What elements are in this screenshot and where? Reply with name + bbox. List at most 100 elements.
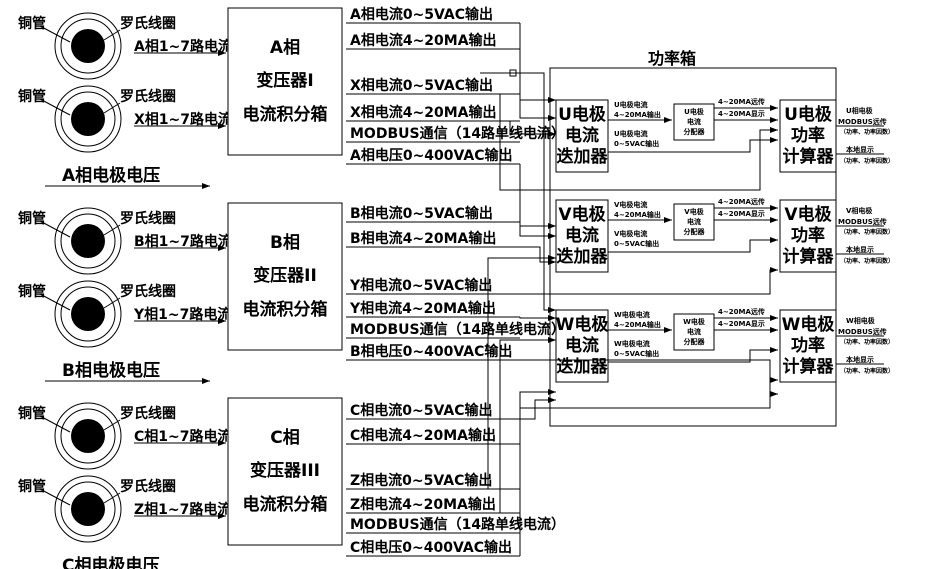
power-row-0: U电极电流迭加器U电极电流4~20MA输出U电极电流0~5VAC输出U电极电流分… bbox=[555, 97, 894, 173]
rogowski-coil-inner bbox=[60, 213, 116, 269]
splitter-output-label: 4~20MA显示 bbox=[718, 109, 765, 118]
power-calculator-label: 功率 bbox=[791, 225, 825, 246]
power-calculator-label: 计算器 bbox=[783, 246, 835, 267]
copper-label: 铜管 bbox=[18, 88, 46, 105]
remote-output-label: （功率、功率因数） bbox=[840, 228, 894, 236]
power-calculator bbox=[779, 99, 837, 173]
power-calculator-label: 功率 bbox=[791, 335, 825, 356]
phase-group-1: 铜管罗氏线圈B相1~7路电流铜管罗氏线圈Y相1~7路电流B相电极电压B相变压器I… bbox=[18, 202, 565, 384]
copper-pipe bbox=[71, 29, 105, 63]
current-splitter-label: 电流 bbox=[687, 327, 701, 336]
integration-output-label: Z相电流4~20MA输出 bbox=[350, 496, 496, 513]
coil-label: 罗氏线圈 bbox=[120, 283, 176, 300]
adder-signal-label: W电极电流 bbox=[614, 339, 650, 348]
copper-leader bbox=[39, 488, 71, 506]
adder-signal-label: 0~5VAC输出 bbox=[614, 349, 659, 358]
interconnect-wire bbox=[480, 72, 556, 313]
rogowski-coil-outer bbox=[54, 475, 122, 543]
integration-box-transformer: 变压器II bbox=[253, 265, 317, 286]
adder-signal-label: U电极电流 bbox=[614, 129, 648, 138]
current-adder-label: 电流 bbox=[565, 225, 599, 246]
electrode-voltage-label: A相电极电压 bbox=[62, 165, 160, 186]
power-box-title: 功率箱 bbox=[648, 49, 696, 68]
integration-output-label: A相电流0~5VAC输出 bbox=[350, 6, 493, 23]
interconnect-wire bbox=[499, 337, 556, 513]
integration-box-phase: B相 bbox=[270, 232, 300, 253]
current-adder bbox=[555, 309, 609, 383]
coil-leader bbox=[103, 492, 121, 504]
interconnect-wire bbox=[519, 222, 556, 229]
adder-signal-label: W电极电流 bbox=[614, 310, 650, 319]
interconnect-wire bbox=[519, 164, 556, 239]
power-row-1: V电极电流迭加器V电极电流4~20MA输出V电极电流0~5VAC输出V电极电流分… bbox=[555, 197, 894, 273]
sensor-current-label: C相1~7路电流 bbox=[134, 428, 232, 445]
integration-box-name: 电流积分箱 bbox=[243, 104, 328, 125]
power-calculator-label: 计算器 bbox=[783, 146, 835, 167]
integration-box-name: 电流积分箱 bbox=[243, 299, 328, 320]
rogowski-coil-outer bbox=[54, 12, 122, 80]
current-adder bbox=[555, 199, 609, 273]
integration-output-label: MODBUS通信（14路单线电流） bbox=[350, 321, 565, 338]
current-adder-label: V电极 bbox=[558, 204, 605, 225]
current-splitter bbox=[673, 103, 715, 141]
integration-output-label: Y相电流4~20MA输出 bbox=[349, 300, 496, 317]
local-display-label: 本地显示 bbox=[845, 245, 874, 254]
integration-output-label: X相电流0~5VAC输出 bbox=[350, 77, 493, 94]
integration-box-phase: C相 bbox=[270, 427, 299, 448]
interconnect-wire bbox=[519, 49, 556, 121]
interconnect-wire bbox=[509, 121, 556, 137]
integration-box bbox=[227, 7, 343, 156]
integration-output-label: Z相电流0~5VAC输出 bbox=[350, 472, 492, 489]
power-calculator-label: 功率 bbox=[791, 125, 825, 146]
coil-leader bbox=[103, 224, 121, 236]
integration-output-label: C相电流0~5VAC输出 bbox=[350, 402, 492, 419]
copper-pipe bbox=[71, 419, 105, 453]
local-display-label: 本地显示 bbox=[845, 145, 874, 154]
interconnect-wire bbox=[499, 94, 778, 191]
copper-pipe bbox=[71, 224, 105, 258]
sensor-current-label: X相1~7路电流 bbox=[134, 111, 232, 128]
adder-signal-label: 4~20MA输出 bbox=[614, 210, 661, 219]
integration-output-label: MODBUS通信（14路单线电流） bbox=[350, 516, 565, 533]
rogowski-coil-inner bbox=[60, 286, 116, 342]
local-display-label: （功率、功率因数） bbox=[840, 157, 894, 165]
adder-to-calculator bbox=[608, 237, 778, 253]
coil-label: 罗氏线圈 bbox=[120, 478, 176, 495]
current-splitter-label: 电流 bbox=[687, 217, 701, 226]
interconnect-wire bbox=[520, 246, 556, 265]
copper-leader bbox=[39, 220, 71, 238]
rogowski-coil-inner bbox=[60, 481, 116, 537]
copper-pipe bbox=[71, 492, 105, 526]
copper-label: 铜管 bbox=[18, 15, 46, 32]
adder-to-calculator bbox=[608, 347, 778, 363]
copper-label: 铜管 bbox=[18, 283, 46, 300]
current-adder bbox=[555, 99, 609, 173]
remote-output-label: （功率、功率因数） bbox=[840, 128, 894, 136]
current-adder-label: 电流 bbox=[565, 125, 599, 146]
power-calculator-label: U电极 bbox=[784, 104, 832, 125]
interconnect-wire bbox=[520, 397, 556, 420]
local-display-label: （功率、功率因数） bbox=[840, 367, 894, 375]
remote-output-label: MODBUS远传 bbox=[838, 327, 887, 336]
rogowski-coil-inner bbox=[60, 408, 116, 464]
current-splitter-label: W电极 bbox=[683, 317, 706, 326]
remote-output-label: W相电极 bbox=[846, 316, 876, 325]
splitter-output-label: 4~20MA远传 bbox=[718, 307, 765, 316]
remote-output-label: U相电极 bbox=[846, 106, 874, 115]
remote-output-label: MODBUS远传 bbox=[838, 117, 887, 126]
interconnect-wire bbox=[487, 255, 556, 489]
adder-signal-label: 0~5VAC输出 bbox=[614, 239, 659, 248]
current-splitter bbox=[673, 313, 715, 351]
rogowski-coil-outer bbox=[54, 85, 122, 153]
adder-signal-label: 4~20MA输出 bbox=[614, 110, 661, 119]
current-splitter-label: 分配器 bbox=[684, 337, 706, 346]
sensor-current-label: Y相1~7路电流 bbox=[133, 306, 231, 323]
integration-output-label: B相电流4~20MA输出 bbox=[350, 230, 496, 247]
integration-box bbox=[227, 202, 343, 351]
integration-output-label: C相电压0~400VAC输出 bbox=[350, 539, 512, 556]
sensor-current-label: A相1~7路电流 bbox=[134, 38, 232, 55]
copper-pipe bbox=[71, 102, 105, 136]
phase-group-2: 铜管罗氏线圈C相1~7路电流铜管罗氏线圈Z相1~7路电流C相电极电压C相变压器I… bbox=[18, 397, 565, 569]
integration-output-label: MODBUS通信（14路单线电流） bbox=[350, 125, 565, 142]
